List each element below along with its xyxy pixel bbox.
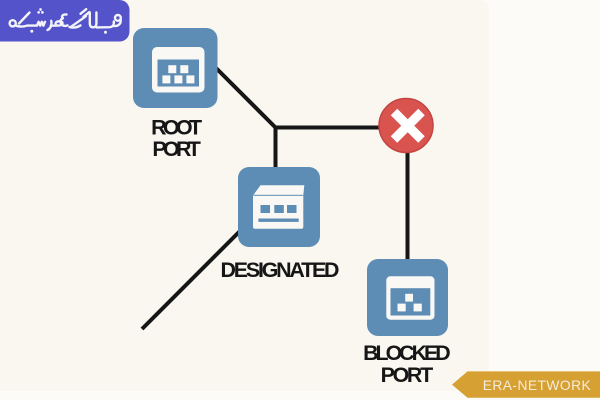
svg-text:ROOT: ROOT [151,116,202,140]
svg-text:DESIGNATED: DESIGNATED [221,258,340,282]
svg-text:ERA-NETWORK: ERA-NETWORK [483,378,592,393]
svg-text:PORT: PORT [152,137,201,161]
svg-text:BLOCKED: BLOCKED [363,341,451,365]
svg-text:PORT: PORT [381,363,434,387]
